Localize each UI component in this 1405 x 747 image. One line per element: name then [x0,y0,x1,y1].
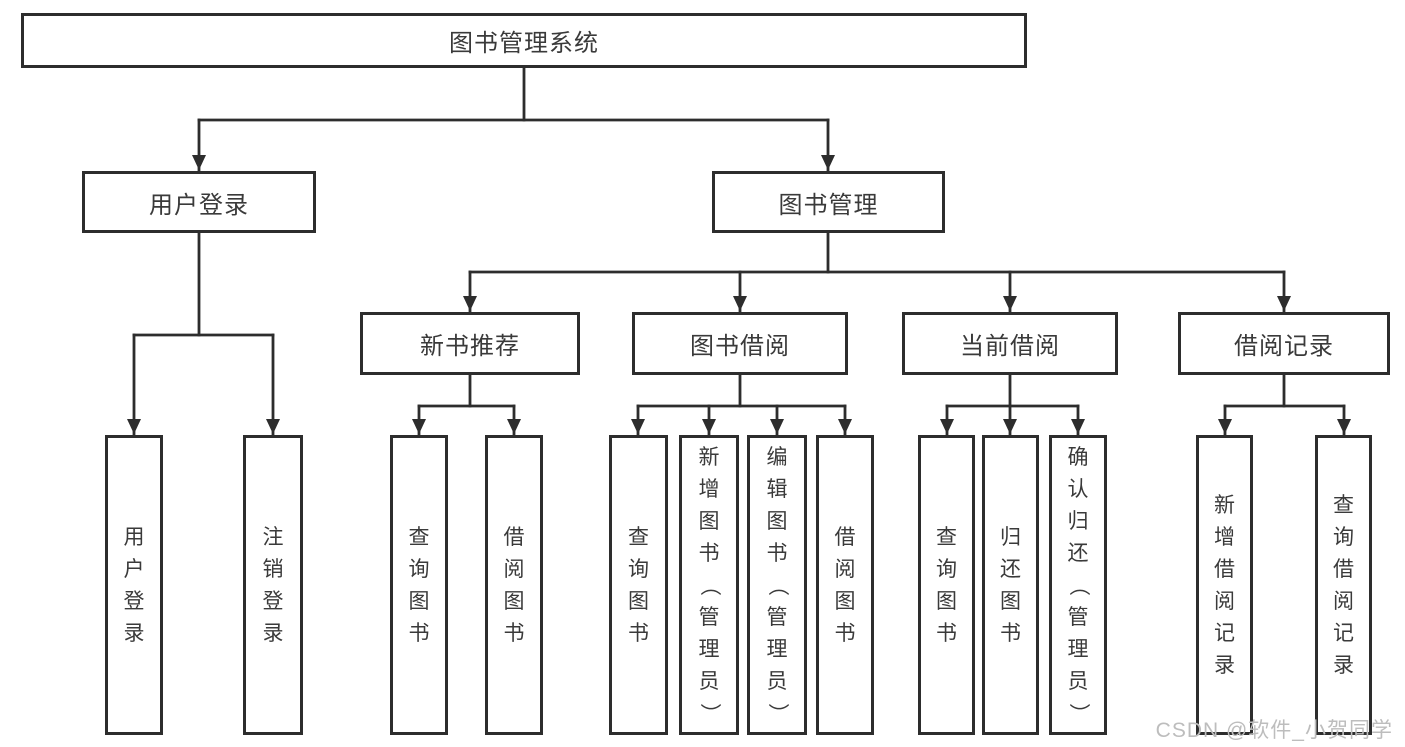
node-new-book-recommend: 新书推荐 [360,312,580,375]
node-library-management-system: 图书管理系统 [21,13,1027,68]
leaf-borrow-books-recommend: 借阅图书 [485,435,543,735]
leaf-query-books-borrow: 查询图书 [609,435,668,735]
leaf-user-login: 用户登录 [105,435,163,735]
node-book-management: 图书管理 [712,171,945,233]
node-book-borrow: 图书借阅 [632,312,848,375]
node-current-borrow: 当前借阅 [902,312,1118,375]
leaf-query-books-current: 查询图书 [918,435,975,735]
node-user-login: 用户登录 [82,171,316,233]
leaf-query-borrow-record: 查询借阅记录 [1315,435,1372,735]
leaf-add-book-admin: 新增图书（管理员） [679,435,739,735]
csdn-watermark: CSDN @软件_小贺同学 [1155,719,1393,742]
leaf-return-books: 归还图书 [982,435,1039,735]
leaf-edit-book-admin: 编辑图书（管理员） [747,435,807,735]
leaf-query-books-recommend: 查询图书 [390,435,448,735]
leaf-logout: 注销登录 [243,435,303,735]
leaf-borrow-books: 借阅图书 [816,435,874,735]
node-borrow-record: 借阅记录 [1178,312,1390,375]
leaf-add-borrow-record: 新增借阅记录 [1196,435,1253,735]
leaf-confirm-return-admin: 确认归还（管理员） [1049,435,1107,735]
